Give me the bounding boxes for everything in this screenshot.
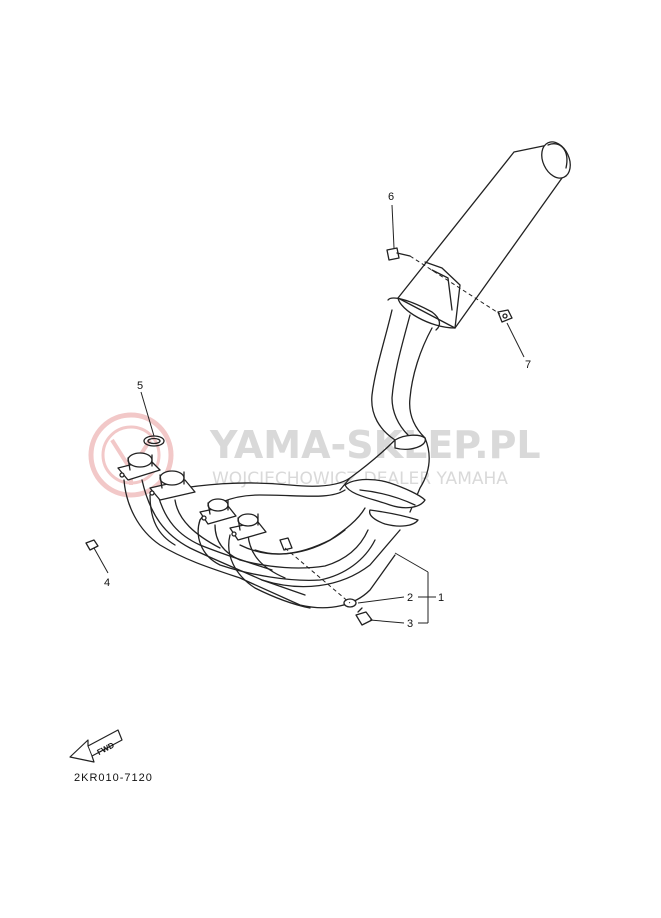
- sensor-boss: [279, 537, 293, 551]
- flange-1: [117, 452, 161, 481]
- exhaust-assembly-drawing: [85, 141, 571, 626]
- forward-arrow-icon: FWD: [69, 729, 123, 763]
- nut-7: [497, 309, 513, 323]
- diagram-code: 2KR010-7120: [74, 772, 153, 784]
- link-pipe: [371, 309, 433, 441]
- assembly-lines: [284, 255, 501, 604]
- callout-3: 3: [407, 618, 413, 630]
- watermark-title: YAMA-SKLEP.PL: [209, 423, 541, 467]
- muffler: [387, 141, 571, 331]
- exhaust-flanges: [117, 452, 267, 541]
- watermark: YAMA-SKLEP.PL WOJCIECHOWICZ DEALER YAMAH…: [88, 412, 541, 498]
- callouts: 1 2 3 4 5 6 7: [104, 191, 531, 630]
- bolt-6: [386, 247, 411, 261]
- plug-bolt-3: [355, 607, 373, 626]
- leader-lines: [93, 204, 525, 624]
- callout-4: 4: [104, 577, 110, 589]
- callout-5: 5: [137, 380, 143, 392]
- flange-2: [149, 470, 196, 501]
- callout-2: 2: [407, 592, 413, 604]
- callout-1: 1: [438, 592, 444, 604]
- flange-4: [229, 513, 267, 541]
- callout-6: 6: [388, 191, 394, 203]
- nut-4: [85, 539, 99, 551]
- callout-7: 7: [525, 359, 531, 371]
